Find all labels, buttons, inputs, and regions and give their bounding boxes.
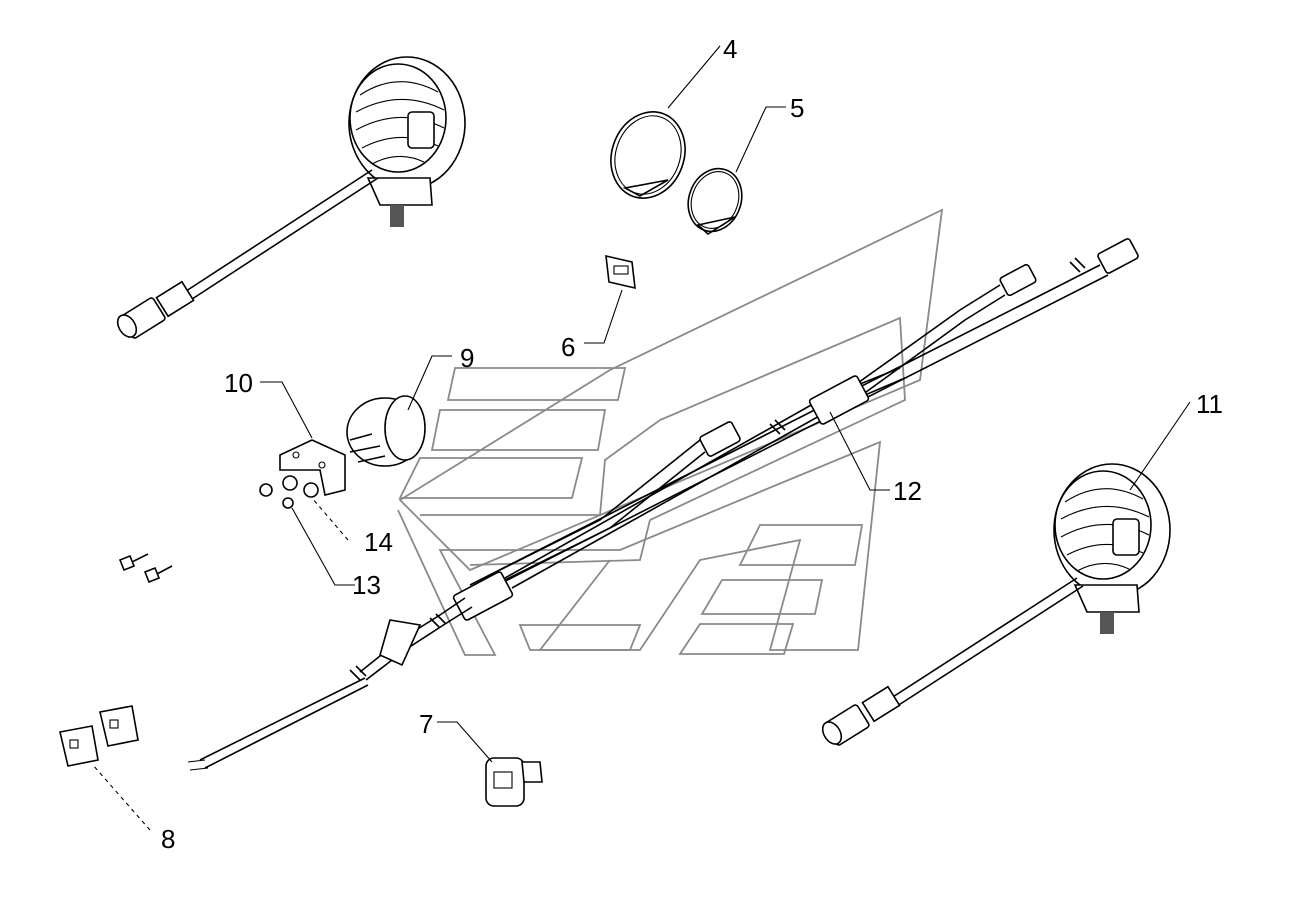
- callout-labels: 4 5 6 7 8 9 10 11 12 13 14: [161, 34, 1223, 854]
- bracket: [279, 439, 346, 496]
- cable-tie-large: [610, 111, 686, 199]
- wiring-harness: [187, 238, 1139, 771]
- callout-5: 5: [790, 93, 804, 123]
- callout-10: 10: [224, 368, 253, 398]
- callout-4: 4: [723, 34, 737, 64]
- screws: [118, 553, 173, 584]
- callout-8: 8: [161, 824, 175, 854]
- callout-6: 6: [561, 332, 575, 362]
- switch: [485, 757, 543, 807]
- plug-housings: [59, 705, 139, 767]
- callout-11: 11: [1196, 389, 1223, 419]
- callout-14: 14: [364, 527, 393, 557]
- work-lamp-top: [116, 56, 466, 339]
- leader-lines: [91, 45, 1191, 831]
- callout-7: 7: [419, 709, 433, 739]
- callout-9: 9: [460, 343, 474, 373]
- nuts-and-washers: [259, 475, 319, 509]
- cable-tie-small: [687, 167, 743, 235]
- callout-12: 12: [893, 476, 922, 506]
- callout-13: 13: [352, 570, 381, 600]
- watermark-logo: [397, 208, 944, 656]
- work-lamp-right: [821, 463, 1171, 746]
- clip: [605, 254, 636, 290]
- socket-connector: [346, 395, 426, 467]
